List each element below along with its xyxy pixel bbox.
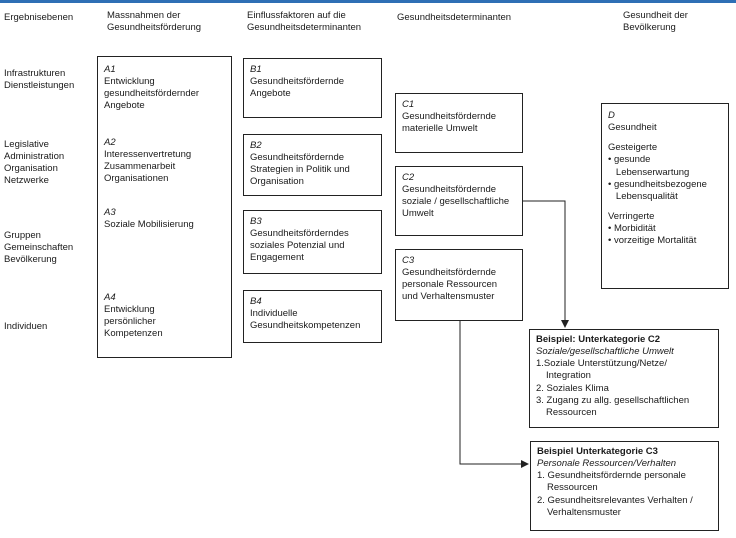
measure-a1-text: Entwicklung gesundheitsfördernder Angebo… [104,76,200,112]
level-legislative: Legislative Administration Organisation … [4,139,65,187]
health-d-reduced-item-1: • Morbidität [608,223,656,235]
health-d-reduced: Verringerte [608,211,655,223]
factor-b3-code: B3 [250,216,262,227]
measure-a4: A4 Entwicklung persönlicher Kompetenzen [104,292,227,341]
health-d-increased-item-2: • gesundheitsbezogene Lebensqualität [608,178,707,202]
measure-a4-text: Entwicklung persönlicher Kompetenzen [104,304,163,340]
measure-a2: A2 Interessenvertretung Zusammenarbeit O… [104,137,227,186]
determinant-c1-box: C1 Gesundheitsfördernde materielle Umwel… [395,93,523,153]
health-d-increased: Gesteigerte [608,142,658,154]
determinant-c3-code: C3 [402,255,415,266]
example-c3-title: Beispiel Unterkategorie C3 [537,446,658,457]
factor-b2-box: B2 Gesundheitsfördernde Strategien in Po… [243,134,382,196]
measure-a3: A3 Soziale Mobilisierung [104,207,227,231]
factor-b2-code: B2 [250,140,262,151]
level-individuals: Individuen [4,321,48,332]
measure-a1-code: A1 [104,64,116,75]
factor-b2-text: Gesundheitsfördernde Strategien in Polit… [250,152,350,188]
health-d-increased-item-1: • gesunde Lebenserwartung [608,154,690,178]
factor-b1-box: B1 Gesundheitsfördernde Angebote [243,58,382,118]
determinant-c1-text: Gesundheitsfördernde materielle Umwelt [402,111,497,135]
example-c2-subtitle: Soziale/gesellschaftliche Umwelt [536,346,674,358]
factor-b3-box: B3 Gesundheitsförderndes soziales Potenz… [243,210,382,274]
determinant-c3-text: Gesundheitsfördernde personale Ressource… [402,267,498,303]
example-c3-subtitle: Personale Ressourcen/Verhalten [537,458,677,470]
header-determinants: Gesundheitsdeterminanten [397,12,512,23]
determinant-c2-code: C2 [402,172,415,183]
factor-b4-box: B4 Individuelle Gesundheitskompetenzen [243,290,382,343]
factor-b4-code: B4 [250,296,262,307]
factor-b4-text: Individuelle Gesundheitskompetenzen [250,308,361,332]
factor-b3-text: Gesundheitsförderndes soziales Potenzial… [250,228,349,264]
measure-a2-text: Interessenvertretung Zusammenarbeit Orga… [104,149,192,185]
example-c2-item-1: 1.Soziale Unterstützung/Netze/ Integrati… [536,358,667,382]
example-c3-box: Beispiel Unterkategorie C3 Personale Res… [530,441,719,531]
level-infrastructure: Infrastrukturen Dienstleistungen [4,68,75,92]
measures-box: A1 Entwicklung gesundheitsfördernder Ang… [97,56,232,358]
example-c2-item-3: 3. Zugang zu allg. gesellschaftlichen Re… [536,394,690,418]
measure-a4-code: A4 [104,292,116,303]
arrow-c3-to-example [459,321,529,468]
health-d-code: D [608,110,615,121]
determinant-c2-box: C2 Gesundheitsfördernde soziale / gesell… [395,166,523,236]
example-c2-item-2: 2. Soziales Klima [536,382,609,394]
header-measures: Massnahmen der Gesundheitsförderung [107,10,202,34]
measure-a3-code: A3 [104,207,116,218]
health-d-box: D Gesundheit Gesteigerte • gesunde Leben… [601,103,729,289]
measure-a1: A1 Entwicklung gesundheitsfördernder Ang… [104,64,227,113]
header-factors: Einflussfaktoren auf die Gesundheitsdete… [247,10,362,34]
header-levels: Ergebnisebenen [4,12,74,23]
health-d-title: Gesundheit [608,122,657,134]
header-health: Gesundheit der Bevölkerung [623,10,688,34]
determinant-c3-box: C3 Gesundheitsfördernde personale Ressou… [395,249,523,321]
measure-a3-text: Soziale Mobilisierung [104,219,194,231]
level-groups: Gruppen Gemeinschaften Bevölkerung [4,230,74,266]
example-c2-title: Beispiel: Unterkategorie C2 [536,334,661,345]
factor-b1-code: B1 [250,64,262,75]
measure-a2-code: A2 [104,137,116,148]
factor-b1-text: Gesundheitsfördernde Angebote [250,76,345,100]
top-accent-line [0,0,736,3]
example-c2-box: Beispiel: Unterkategorie C2 Soziale/gese… [529,329,719,428]
example-c3-item-1: 1. Gesundheitsfördernde personale Ressou… [537,470,686,494]
determinant-c1-code: C1 [402,99,415,110]
determinant-c2-text: Gesundheitsfördernde soziale / gesellsch… [402,184,510,220]
example-c3-item-2: 2. Gesundheitsrelevantes Verhalten / Ver… [537,494,693,518]
health-d-reduced-item-2: • vorzeitige Mortalität [608,235,697,247]
arrow-c2-to-example [523,200,569,328]
